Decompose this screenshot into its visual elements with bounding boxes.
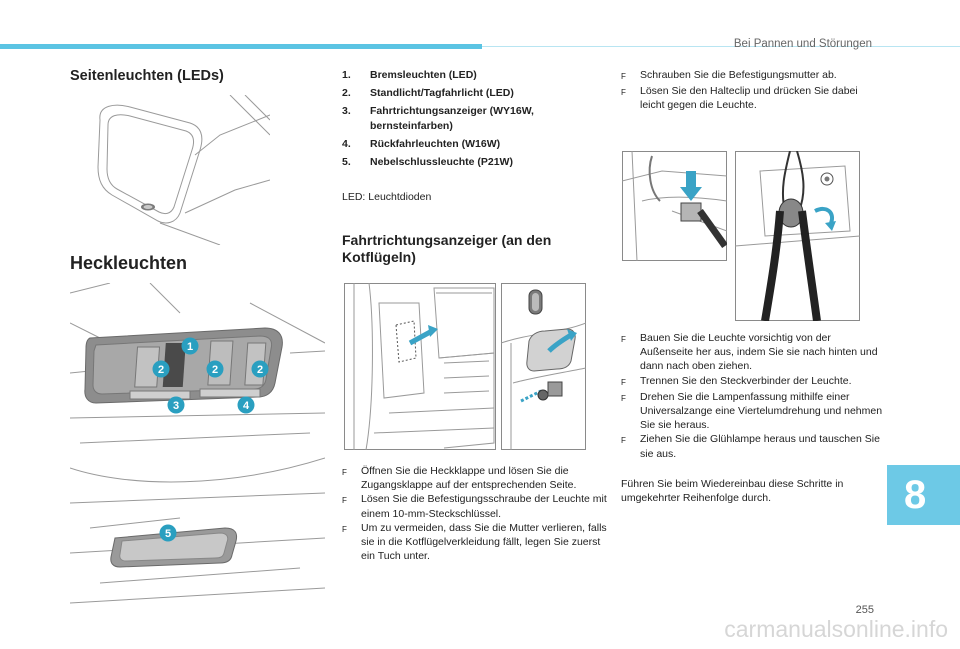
- callout-2-left: 2: [158, 364, 164, 376]
- list-item: 5.Nebelschlussleuchte (P21W): [342, 156, 513, 168]
- callout-4: 4: [243, 400, 250, 412]
- led-note: LED: Leuchtdioden: [342, 191, 432, 203]
- callout-3: 3: [173, 400, 179, 412]
- boot-access-illustration: [344, 283, 496, 450]
- section-title: Bei Pannen und Störungen: [733, 38, 872, 50]
- chapter-tab: 8: [887, 465, 960, 525]
- lamp-list: 1.Bremsleuchten (LED) 2.Standlicht/Tagfa…: [342, 68, 592, 173]
- wing-clip-illustration: [501, 283, 586, 450]
- watermark: carmanualsonline.info: [724, 616, 948, 642]
- header-rule: [482, 45, 960, 47]
- page-number: 255: [855, 604, 874, 616]
- side-lights-heading: Seitenleuchten (LEDs): [70, 68, 224, 84]
- side-mirror-illustration: [97, 95, 270, 245]
- reassembly-note: Führen Sie beim Wiedereinbau diese Schri…: [621, 478, 844, 505]
- rear-lights-illustration: 1 2 2 2 3 4 5: [70, 283, 325, 604]
- socket-pliers-illustration: [735, 151, 860, 321]
- rear-lights-heading: Heckleuchten: [70, 253, 188, 273]
- list-item: 1.Bremsleuchten (LED): [342, 69, 477, 81]
- callout-1: 1: [187, 341, 193, 353]
- list-item: 4.Rückfahrleuchten (W16W): [342, 138, 501, 150]
- wing-indicator-heading: Fahrtrichtungsanzeiger (an den Kotflügel…: [342, 232, 552, 265]
- list-item: 2.Standlicht/Tagfahrlicht (LED): [342, 87, 514, 99]
- callout-2-middle: 2: [212, 364, 218, 376]
- callout-5: 5: [165, 528, 171, 540]
- nut-removal-illustration: [622, 151, 727, 261]
- callout-2-right: 2: [257, 364, 263, 376]
- header-accent-bar: [0, 44, 482, 49]
- list-item: 3.Fahrtrichtungsanzeiger (WY16W, bernste…: [342, 105, 534, 132]
